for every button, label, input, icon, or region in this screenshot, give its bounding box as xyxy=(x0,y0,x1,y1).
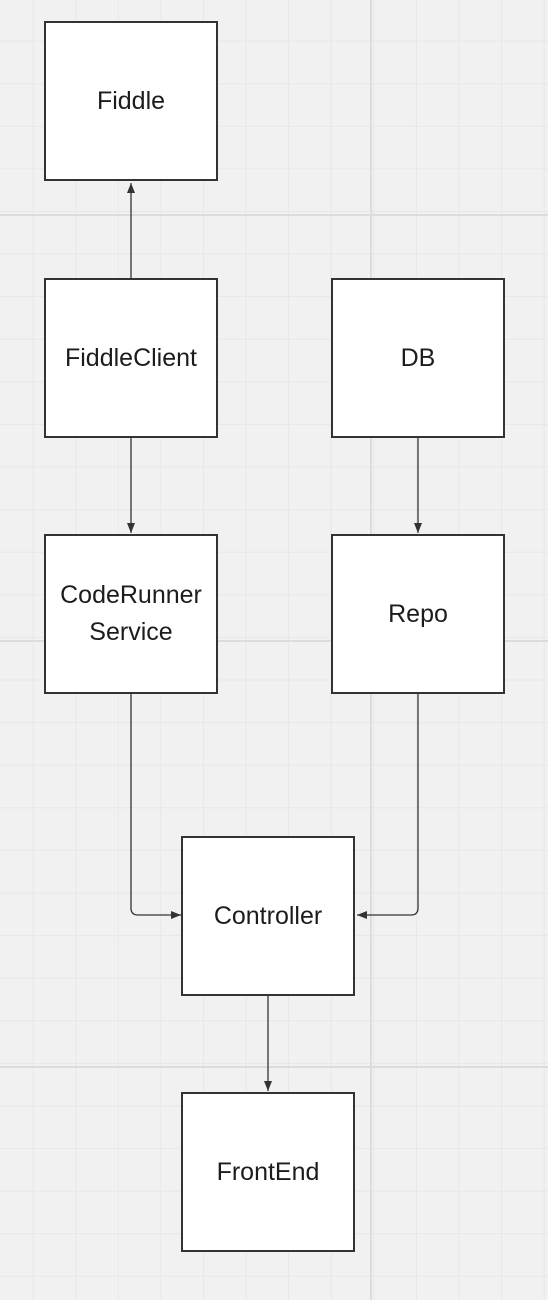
node-db[interactable]: DB xyxy=(331,278,505,438)
node-fiddle-client[interactable]: FiddleClient xyxy=(44,278,218,438)
node-controller-label: Controller xyxy=(213,901,323,930)
node-frontend-label: FrontEnd xyxy=(216,1157,320,1186)
node-controller[interactable]: Controller xyxy=(181,836,355,996)
node-frontend[interactable]: FrontEnd xyxy=(181,1092,355,1252)
node-db-label: DB xyxy=(400,343,436,372)
node-repo-label: Repo xyxy=(388,599,448,628)
node-coderunner-service[interactable]: CodeRunner Service xyxy=(44,534,218,694)
edge-coderunner-to-controller[interactable] xyxy=(130,694,181,919)
node-fiddle-label: Fiddle xyxy=(96,86,166,115)
edge-repo-to-controller[interactable] xyxy=(357,694,419,919)
node-coderunner-service-label: CodeRunner Service xyxy=(60,581,202,646)
node-repo[interactable]: Repo xyxy=(331,534,505,694)
node-fiddle[interactable]: Fiddle xyxy=(44,21,218,181)
node-fiddle-client-label: FiddleClient xyxy=(64,343,197,372)
